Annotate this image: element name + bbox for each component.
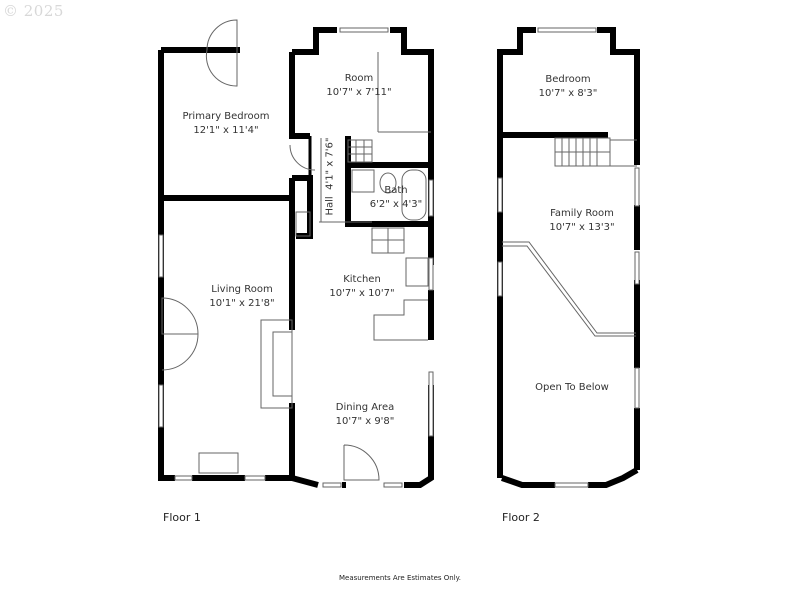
floor2-fixtures <box>497 27 640 488</box>
floor1-fixtures <box>158 19 434 488</box>
room-dims: 6'2" x 4'3" <box>369 199 423 210</box>
room-name: Hall <box>324 196 336 216</box>
room-dims: 10'7" x 7'11" <box>326 87 392 98</box>
room-dims: 10'7" x 8'3" <box>538 88 598 99</box>
floor2-label: Floor 2 <box>502 511 540 524</box>
room-name: Family Room <box>550 208 614 219</box>
room-name: Open To Below <box>535 382 609 393</box>
room-family-room: Family Room 10'7" x 13'3" <box>549 207 614 235</box>
room-name: Kitchen <box>343 274 381 285</box>
measurements-disclaimer: Measurements Are Estimates Only. <box>338 574 462 582</box>
copyright-watermark: © 2025 <box>3 2 64 20</box>
room-bath: Bath 6'2" x 4'3" <box>370 184 422 212</box>
room-dims: 12'1" x 11'4" <box>193 125 259 136</box>
room-dims: 10'1" x 21'8" <box>209 298 275 309</box>
room-name: Primary Bedroom <box>182 111 270 122</box>
room-kitchen: Kitchen 10'7" x 10'7" <box>329 273 394 301</box>
room-primary-bedroom: Primary Bedroom 12'1" x 11'4" <box>182 110 269 138</box>
room-name: Bedroom <box>545 74 591 85</box>
room-room: Room 10'7" x 7'11" <box>326 72 391 100</box>
room-name: Dining Area <box>335 402 395 413</box>
room-name: Room <box>344 73 374 84</box>
room-hall: Hall 4'1" x 7'6" <box>324 138 336 216</box>
room-dims: 10'7" x 9'8" <box>335 416 395 427</box>
room-dims: 10'7" x 13'3" <box>549 222 615 233</box>
room-name: Living Room <box>211 284 273 295</box>
room-dining-area: Dining Area 10'7" x 9'8" <box>336 401 395 429</box>
room-name: Bath <box>384 185 408 196</box>
room-bedroom: Bedroom 10'7" x 8'3" <box>539 73 598 101</box>
room-open-to-below: Open To Below <box>535 381 609 395</box>
room-dims: 4'1" x 7'6" <box>324 137 336 190</box>
room-living-room: Living Room 10'1" x 21'8" <box>209 283 274 311</box>
floor1-label: Floor 1 <box>163 511 201 524</box>
room-dims: 10'7" x 10'7" <box>329 288 395 299</box>
